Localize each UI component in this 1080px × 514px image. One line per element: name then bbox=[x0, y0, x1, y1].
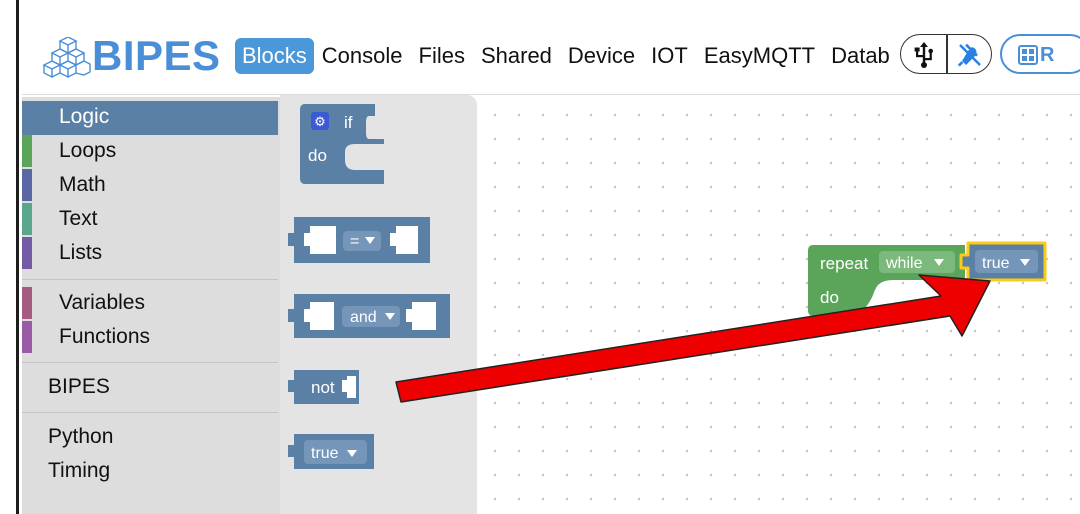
true-block[interactable]: true bbox=[288, 434, 374, 469]
window-edge bbox=[16, 0, 19, 514]
toggle-separator bbox=[946, 35, 948, 73]
plug-disconnected-icon[interactable] bbox=[956, 41, 984, 69]
tab-easymqtt[interactable]: EasyMQTT bbox=[703, 43, 816, 68]
toolbox-category-functions[interactable]: Functions bbox=[22, 321, 278, 355]
chevron-down-icon bbox=[365, 237, 375, 244]
toolbox-category-lists[interactable]: Lists bbox=[22, 237, 278, 271]
if-block[interactable]: ⚙ if do bbox=[300, 104, 384, 184]
true-block-selected[interactable]: true bbox=[959, 241, 1047, 282]
and-operator-dropdown[interactable] bbox=[342, 306, 400, 327]
cubes-logo-icon bbox=[42, 37, 91, 79]
run-button-label: R bbox=[1040, 44, 1055, 66]
toolbox-category-logic[interactable]: Logic bbox=[22, 101, 278, 135]
true-label: true bbox=[311, 445, 339, 462]
toolbox-category-loops[interactable]: Loops bbox=[22, 135, 278, 169]
category-color-bar bbox=[22, 101, 32, 133]
header-divider bbox=[22, 94, 1080, 95]
bipes-logo[interactable]: BIPES bbox=[42, 31, 247, 81]
repeat-label: repeat bbox=[820, 254, 868, 273]
chevron-down-icon bbox=[385, 313, 395, 320]
toolbox-category-bipes[interactable]: BIPES bbox=[22, 371, 278, 405]
and-operator: and bbox=[350, 309, 377, 326]
tab-console[interactable]: Console bbox=[321, 43, 403, 68]
toolbox-category-math[interactable]: Math bbox=[22, 169, 278, 203]
toolbox-category-variables[interactable]: Variables bbox=[22, 287, 278, 321]
toolbox-separator bbox=[22, 412, 278, 413]
category-label: Variables bbox=[59, 291, 145, 314]
category-label: Math bbox=[59, 173, 106, 196]
category-color-bar bbox=[22, 169, 32, 201]
tab-device[interactable]: Device bbox=[567, 43, 636, 68]
run-button[interactable]: R bbox=[1000, 34, 1080, 74]
boolean-dropdown[interactable] bbox=[304, 440, 367, 464]
category-label: Logic bbox=[59, 105, 110, 128]
toolbox: Logic Loops Math Text Lists Variables Fu… bbox=[22, 97, 280, 514]
repeat-do-label: do bbox=[820, 288, 839, 307]
connection-toggle bbox=[900, 34, 992, 74]
not-label: not bbox=[311, 378, 335, 397]
tab-shared[interactable]: Shared bbox=[480, 43, 552, 68]
category-color-bar bbox=[22, 135, 32, 167]
category-label: Loops bbox=[59, 139, 117, 162]
category-color-bar bbox=[22, 321, 32, 353]
logo-text: BIPES bbox=[92, 32, 221, 79]
app-header: BIPES Blocks Console Files Shared Device… bbox=[22, 24, 1080, 88]
category-label: Functions bbox=[59, 325, 151, 348]
blockly-workspace[interactable] bbox=[477, 95, 1080, 514]
boolean-dropdown[interactable] bbox=[975, 250, 1038, 273]
if-label: if bbox=[344, 113, 353, 132]
loop-mode-dropdown[interactable] bbox=[879, 251, 955, 273]
toolbox-category-python[interactable]: Python bbox=[22, 421, 278, 455]
toolbox-separator bbox=[22, 362, 278, 363]
compare-operator: = bbox=[350, 233, 359, 250]
do-label: do bbox=[308, 146, 327, 165]
category-label: BIPES bbox=[48, 375, 110, 398]
chevron-down-icon bbox=[1020, 259, 1030, 266]
not-block[interactable]: not bbox=[288, 370, 359, 404]
compare-block[interactable]: = bbox=[288, 217, 430, 263]
category-label: Lists bbox=[59, 241, 103, 264]
category-label: Python bbox=[48, 425, 114, 448]
usb-icon[interactable] bbox=[911, 42, 937, 68]
category-label: Timing bbox=[48, 459, 111, 482]
category-color-bar bbox=[22, 203, 32, 235]
toolbox-category-timing[interactable]: Timing bbox=[22, 455, 278, 489]
chevron-down-icon bbox=[934, 259, 944, 266]
toolbox-category-text[interactable]: Text bbox=[22, 203, 278, 237]
compare-operator-dropdown[interactable] bbox=[343, 231, 381, 251]
tab-files[interactable]: Files bbox=[418, 43, 465, 68]
category-color-bar bbox=[22, 287, 32, 319]
toolbox-separator bbox=[22, 279, 278, 280]
loop-mode: while bbox=[885, 255, 923, 272]
and-block[interactable]: and bbox=[288, 294, 450, 338]
drag-drop-arrow: Drag and Drop bbox=[395, 274, 991, 403]
tab-blocks[interactable]: Blocks bbox=[235, 38, 314, 74]
gear-icon: ⚙ bbox=[314, 115, 326, 130]
blocks-grid-icon bbox=[1018, 45, 1038, 65]
gear-icon-bg[interactable] bbox=[311, 112, 329, 130]
main-nav: Blocks Console Files Shared Device IOT E… bbox=[235, 36, 898, 76]
repeat-while-block[interactable]: repeat while do bbox=[808, 245, 965, 316]
tab-database[interactable]: Datab bbox=[831, 43, 890, 68]
tab-iot[interactable]: IOT bbox=[651, 43, 688, 68]
chevron-down-icon bbox=[347, 450, 357, 457]
category-label: Text bbox=[59, 207, 98, 230]
true-label: true bbox=[982, 255, 1010, 272]
category-color-bar bbox=[22, 237, 32, 269]
